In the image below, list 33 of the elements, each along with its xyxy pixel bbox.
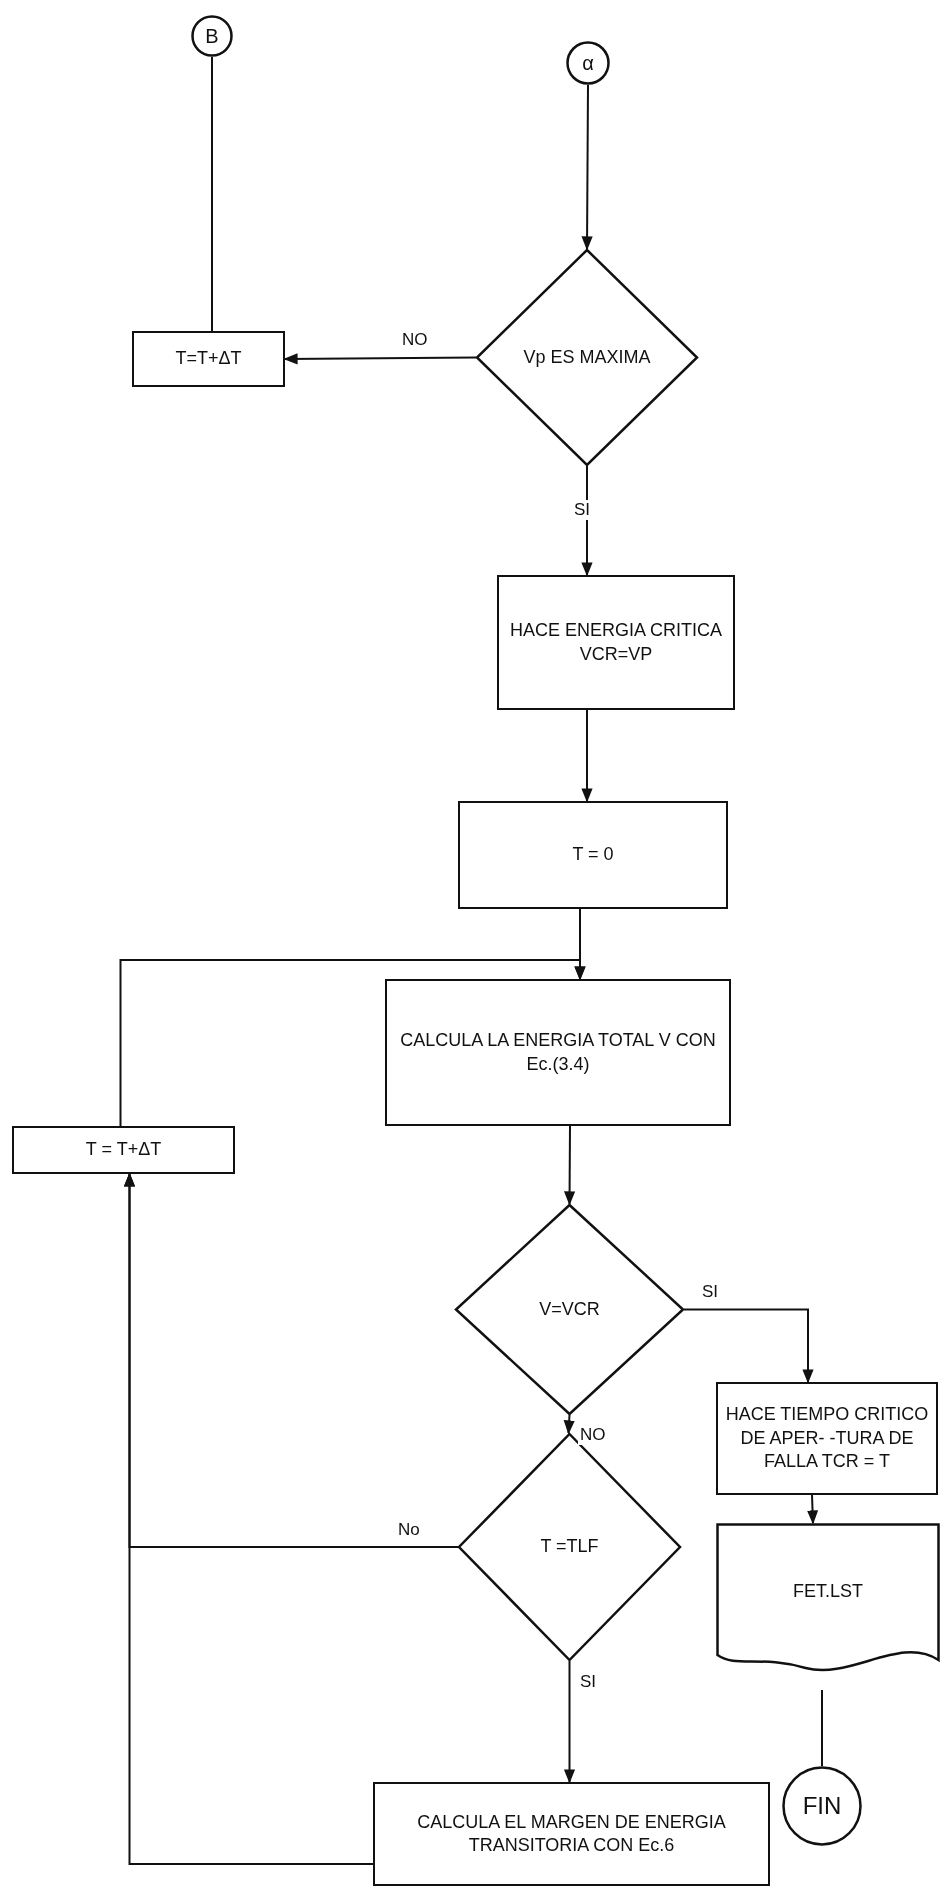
connector-line [821,1689,823,1767]
node-text: V=VCR [538,1297,601,1321]
arrow [563,1660,576,1784]
arrow [806,1494,819,1525]
connector-line [211,56,213,332]
node-text: B [204,24,220,49]
node-text: HACE ENERGIA CRITICA VCR=VP [508,619,723,666]
arrow [581,84,593,251]
node-text: T = 0 [571,843,615,867]
process-box [458,801,728,909]
arrow [563,1414,575,1435]
process-box [12,1126,235,1174]
node-text: T = T+ΔT [84,1138,163,1162]
arrow [564,1125,576,1206]
process-box [132,331,285,387]
node-text: T=T+ΔT [174,347,243,371]
process-box [716,1382,938,1495]
node-text: CALCULA EL MARGEN DE ENERGIA TRANSITORIA CON Ec.6 [416,1810,727,1857]
process-box [497,575,735,710]
arrow [119,959,586,1127]
arrow [683,1308,814,1384]
arrow [123,1172,374,1865]
node-text: Vp ES MAXIMA [522,345,652,369]
node-text: CALCULA LA ENERGIA TOTAL V CON Ec.(3.4) [399,1029,717,1076]
node-text: HACE TIEMPO CRITICO DE APER- -TURA DE FALLA TCR = T [724,1403,930,1474]
node-text: FET.LST [792,1579,864,1603]
node-text: T =TLF [539,1535,600,1559]
edge-label: NO [578,1425,608,1445]
process-box [373,1782,770,1886]
arrow [581,709,593,803]
process-box [385,979,731,1126]
node-text: α [581,51,595,76]
node-text: FIN [801,1791,843,1822]
